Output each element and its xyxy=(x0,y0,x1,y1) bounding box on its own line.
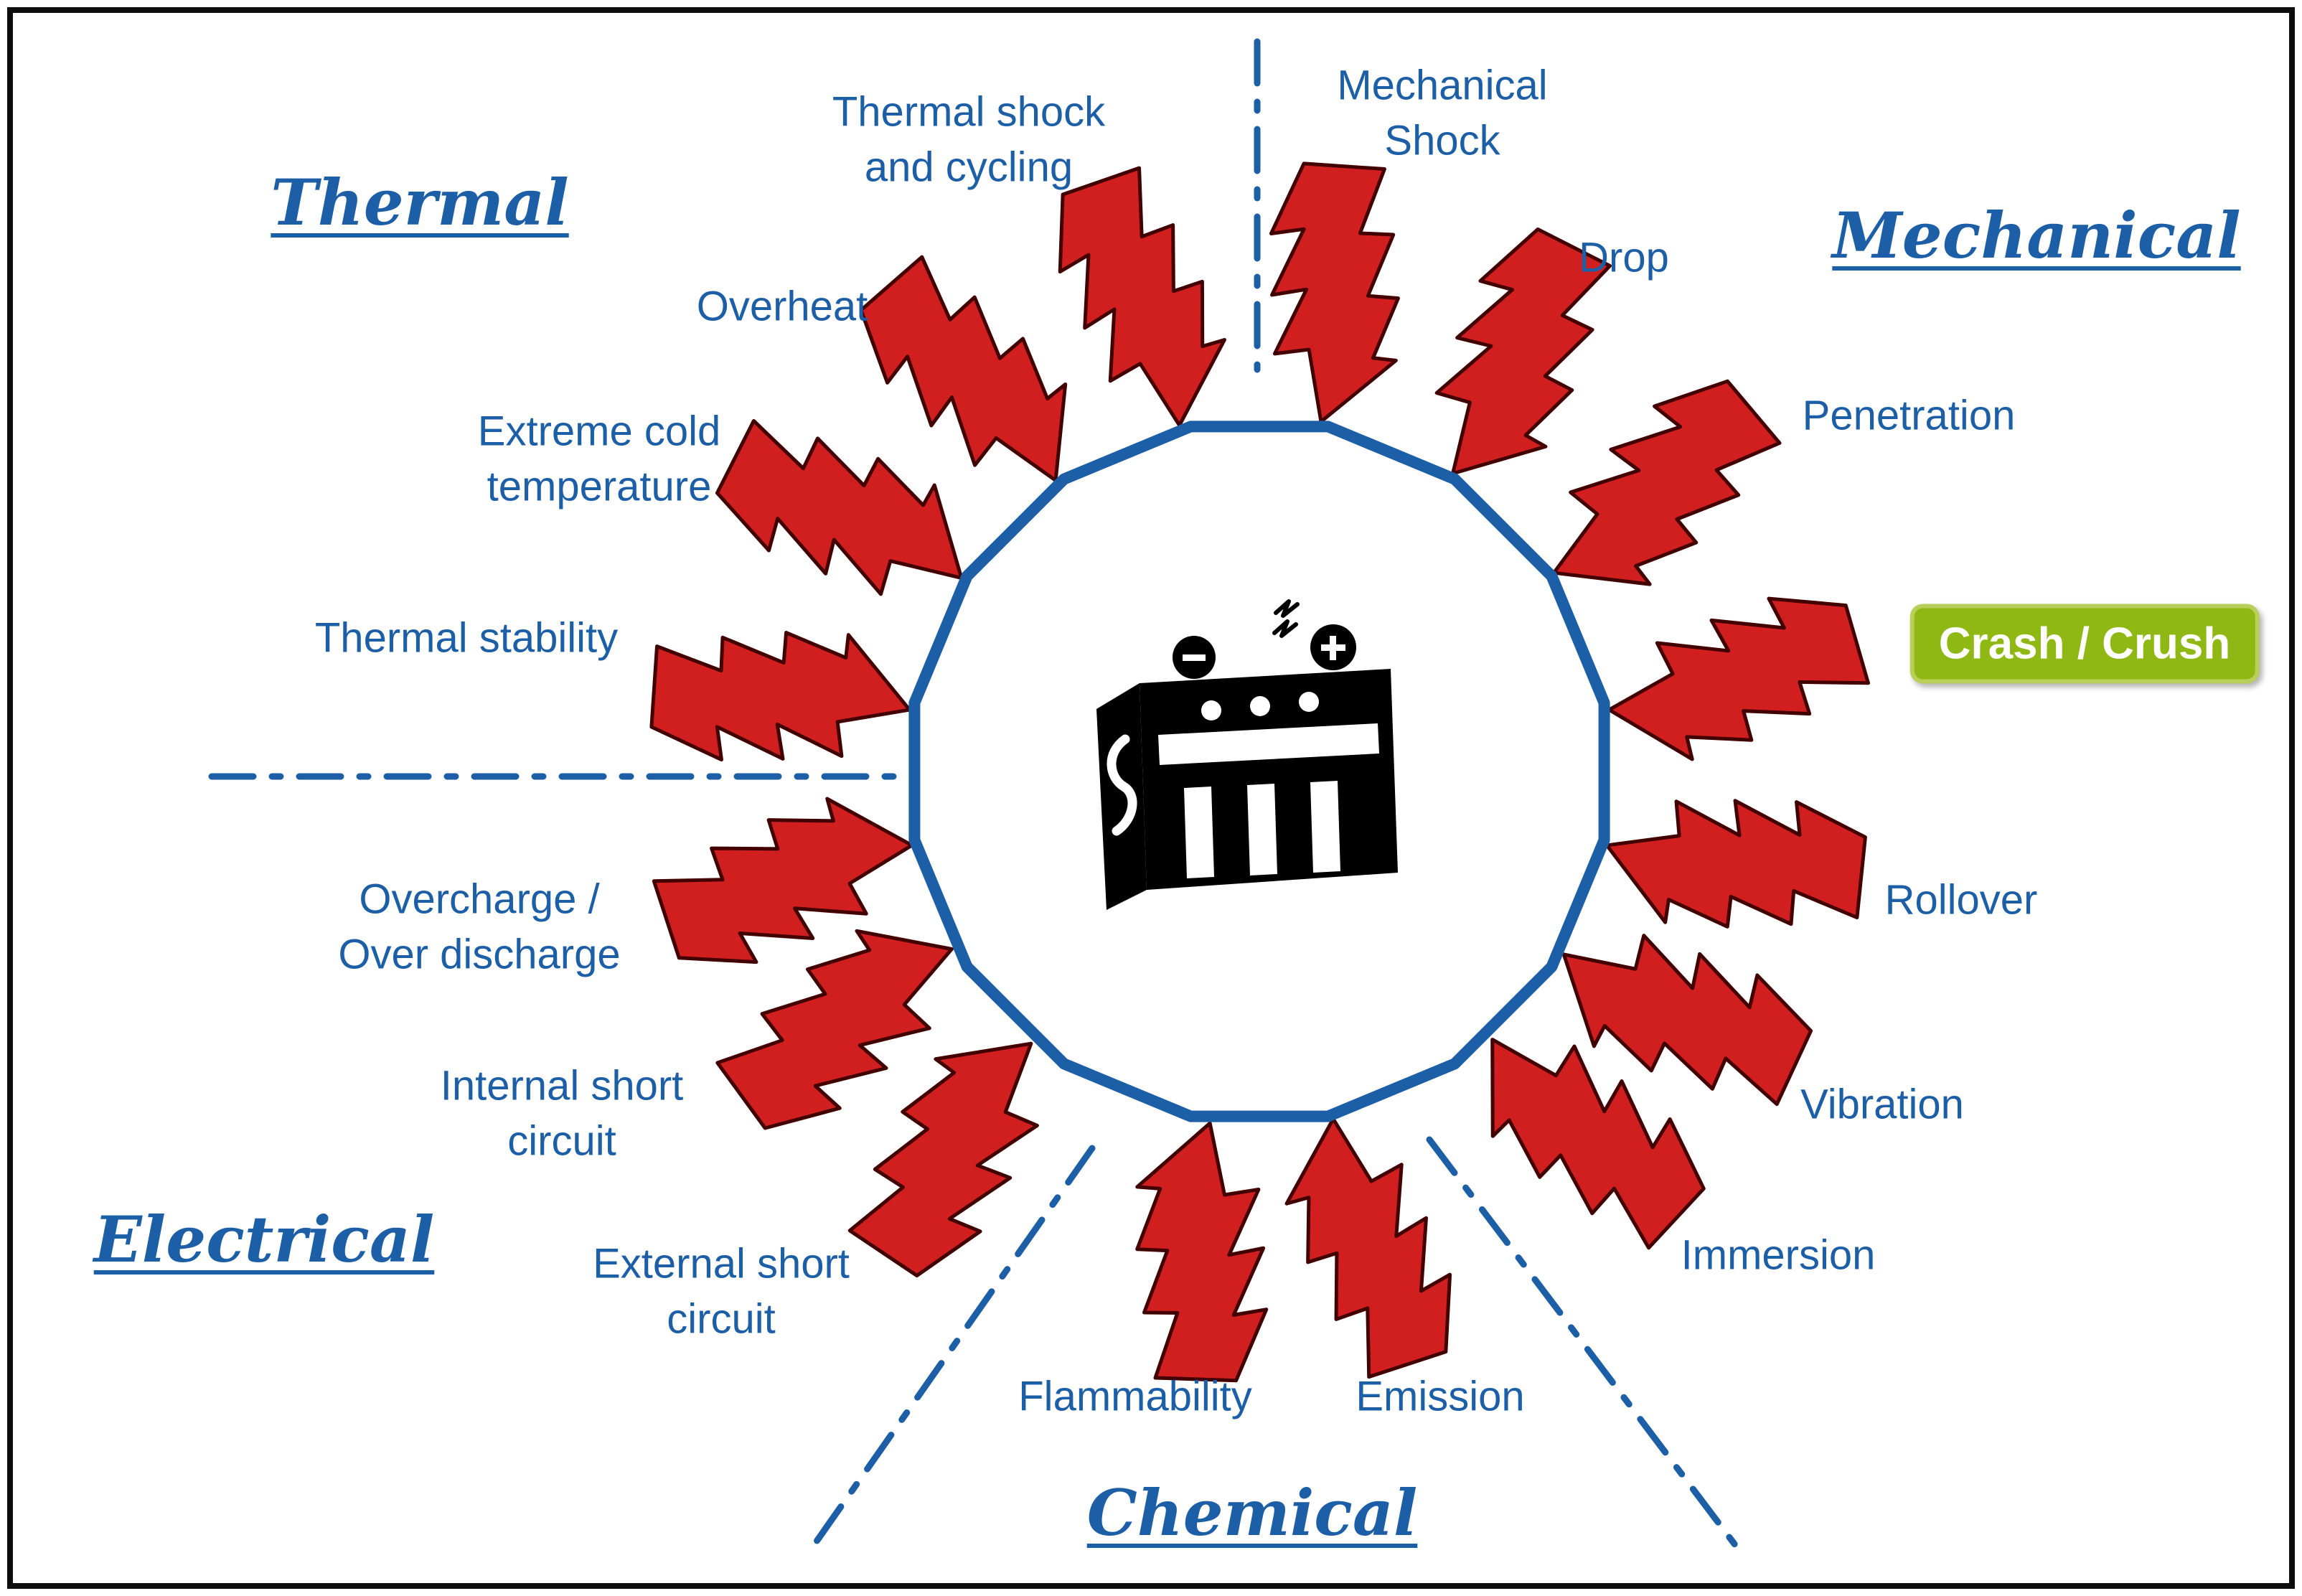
battery-icon xyxy=(1096,599,1398,910)
lightning-bolt-icon xyxy=(639,603,921,791)
hazard-label-drop: Drop xyxy=(1579,234,1669,281)
hazard-label-thermal-shock-cycling: Thermal shock and cycling xyxy=(832,88,1106,190)
category-label-thermal: Thermal xyxy=(271,165,569,240)
hazard-label-penetration: Penetration xyxy=(1802,392,2016,439)
hazard-label-external-short-circuit: External short circuit xyxy=(593,1240,850,1342)
hazard-label-rollover: Rollover xyxy=(1884,876,2038,924)
hazard-label-internal-short-circuit: Internal short circuit xyxy=(440,1062,684,1164)
divider-line-bottom-right xyxy=(1426,1136,1746,1558)
category-label-chemical: Chemical xyxy=(1086,1475,1418,1550)
lightning-bolt-icon xyxy=(1594,765,1878,961)
hazard-label-overcharge-overdischarge: Overcharge / Over discharge xyxy=(338,876,621,977)
lightning-bolt-icon xyxy=(1595,584,1876,772)
hazard-label-thermal-stability: Thermal stability xyxy=(314,614,619,662)
category-label-mechanical: Mechanical xyxy=(1832,198,2241,273)
category-label-electrical: Electrical xyxy=(93,1202,435,1277)
divider-line-bottom-left xyxy=(806,1145,1096,1555)
hazard-label-extreme-cold-temperature: Extreme cold temperature xyxy=(477,408,721,510)
lightning-bolt-icon xyxy=(1272,1102,1467,1386)
hazard-label-immersion: Immersion xyxy=(1681,1231,1876,1279)
hazard-label-overheat: Overheat xyxy=(696,283,868,330)
hazard-label-mechanical-shock: Mechanical Shock xyxy=(1337,62,1548,164)
lightning-bolt-icon xyxy=(1041,158,1241,443)
hazard-label-emission: Emission xyxy=(1356,1373,1525,1420)
hazard-label-crash-crush: Crash / Crush xyxy=(1909,604,2260,684)
hazard-label-flammability: Flammability xyxy=(1018,1373,1252,1420)
lightning-bolt-icon xyxy=(1241,151,1429,433)
lightning-bolt-icon xyxy=(1112,1114,1291,1392)
hazard-label-vibration: Vibration xyxy=(1800,1081,1964,1128)
